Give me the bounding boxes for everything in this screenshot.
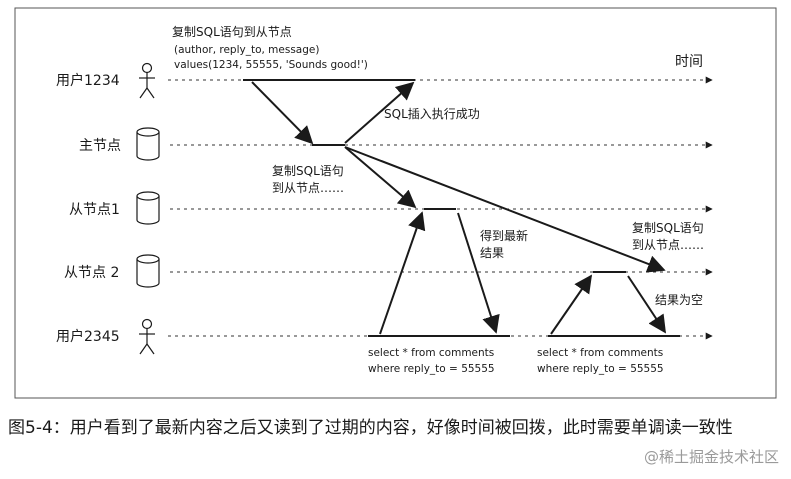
latest-result-line2: 结果 <box>480 246 504 260</box>
replicate-note-2-line1: 复制SQL语句 <box>632 221 704 235</box>
watermark: @稀土掘金技术社区 <box>643 448 779 466</box>
actor-follower2-label: 从节点 2 <box>64 265 119 281</box>
insert-success-arrow <box>344 81 415 144</box>
empty-result-label: 结果为空 <box>655 293 703 307</box>
figure-frame <box>14 7 777 399</box>
actor-user1234-label: 用户1234 <box>56 72 120 89</box>
actor-follower1-label: 从节点1 <box>69 202 120 218</box>
actor-leader-label: 主节点 <box>79 138 121 154</box>
follower2-database-icon <box>136 254 160 288</box>
leader-database-icon <box>136 127 160 161</box>
query-2-line2: where reply_to = 55555 <box>537 363 664 375</box>
replicate-note-2-line2: 到从节点…… <box>632 238 704 252</box>
write-note-line1: 复制SQL语句到从节点 <box>172 25 292 39</box>
query-1-line2: where reply_to = 55555 <box>368 363 495 375</box>
query-1-line1: select * from comments <box>368 347 494 359</box>
replicate-arrow-follower1 <box>344 146 417 209</box>
replicate-note-1-line2: 到从节点…… <box>272 181 344 195</box>
time-label: 时间 <box>675 54 703 70</box>
query1-request-arrow <box>379 211 426 335</box>
replicate-note-1-line1: 复制SQL语句 <box>272 164 344 178</box>
write-note-line3: values(1234, 55555, 'Sounds good!') <box>174 59 368 71</box>
user1234-person-icon <box>139 62 155 99</box>
insert-success-label: SQL插入执行成功 <box>384 107 480 121</box>
latest-result-line1: 得到最新 <box>480 228 528 243</box>
write-arrow <box>251 81 314 145</box>
write-note-line2: (author, reply_to, message) <box>174 44 319 56</box>
query1-response-arrow <box>457 212 500 334</box>
figure-caption: 图5-4：用户看到了最新内容之后又读到了过期的内容，好像时间被回拨，此时需要单调… <box>8 418 733 438</box>
query-2-line1: select * from comments <box>537 347 663 359</box>
query2-response-arrow <box>627 275 666 334</box>
replicate-arrow-follower2 <box>344 146 666 273</box>
query2-request-arrow <box>550 274 593 335</box>
actor-user2345-label: 用户2345 <box>56 328 120 345</box>
user2345-person-icon <box>139 318 155 355</box>
follower1-database-icon <box>136 191 160 225</box>
